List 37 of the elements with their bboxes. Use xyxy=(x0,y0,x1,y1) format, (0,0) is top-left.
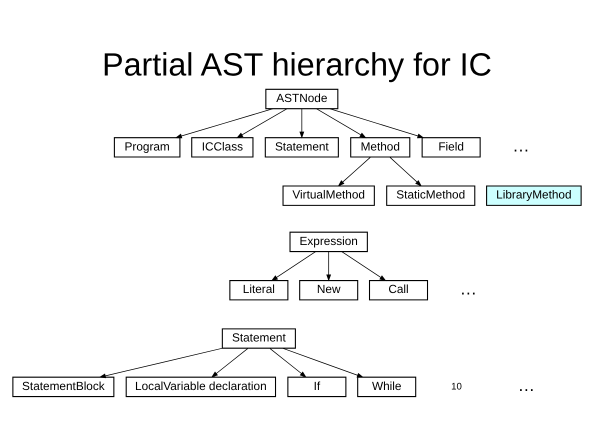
arrow xyxy=(270,348,307,378)
node-box: Statement xyxy=(264,137,339,158)
node-box: LibraryMethod xyxy=(486,185,582,206)
node-box: StaticMethod xyxy=(386,185,476,206)
node-box: ASTNode xyxy=(265,88,338,110)
arrow xyxy=(175,108,274,138)
node-box: VirtualMethod xyxy=(282,185,375,206)
node-box: New xyxy=(299,280,358,300)
node-box: Field xyxy=(422,137,481,158)
diagram-title: Partial AST hierarchy for IC xyxy=(102,46,492,82)
label: … xyxy=(518,374,535,395)
node-box: LocalVariable declaration xyxy=(126,376,276,398)
arrow xyxy=(211,348,248,378)
arrow xyxy=(299,108,304,139)
arrow xyxy=(282,348,364,378)
node-box: Expression xyxy=(289,232,368,252)
node-box: Statement xyxy=(222,328,296,349)
arrow xyxy=(338,156,371,186)
arrow xyxy=(98,348,222,378)
node-box: If xyxy=(287,376,346,398)
arrow xyxy=(341,251,386,282)
arrow xyxy=(326,251,332,282)
node-box: ICClass xyxy=(191,137,254,158)
arrow xyxy=(330,108,424,138)
node-box: Call xyxy=(368,280,428,300)
arrow xyxy=(236,108,288,138)
node-box: While xyxy=(357,376,416,398)
arrow xyxy=(271,251,316,282)
arrow xyxy=(316,108,367,138)
node-box: Literal xyxy=(229,280,288,300)
node-box: StatementBlock xyxy=(12,376,114,398)
node-box: Method xyxy=(350,137,410,158)
label: 10 xyxy=(451,381,462,392)
node-box: Program xyxy=(114,137,180,158)
label: … xyxy=(460,278,477,298)
label: … xyxy=(512,135,530,156)
arrow xyxy=(390,156,422,186)
